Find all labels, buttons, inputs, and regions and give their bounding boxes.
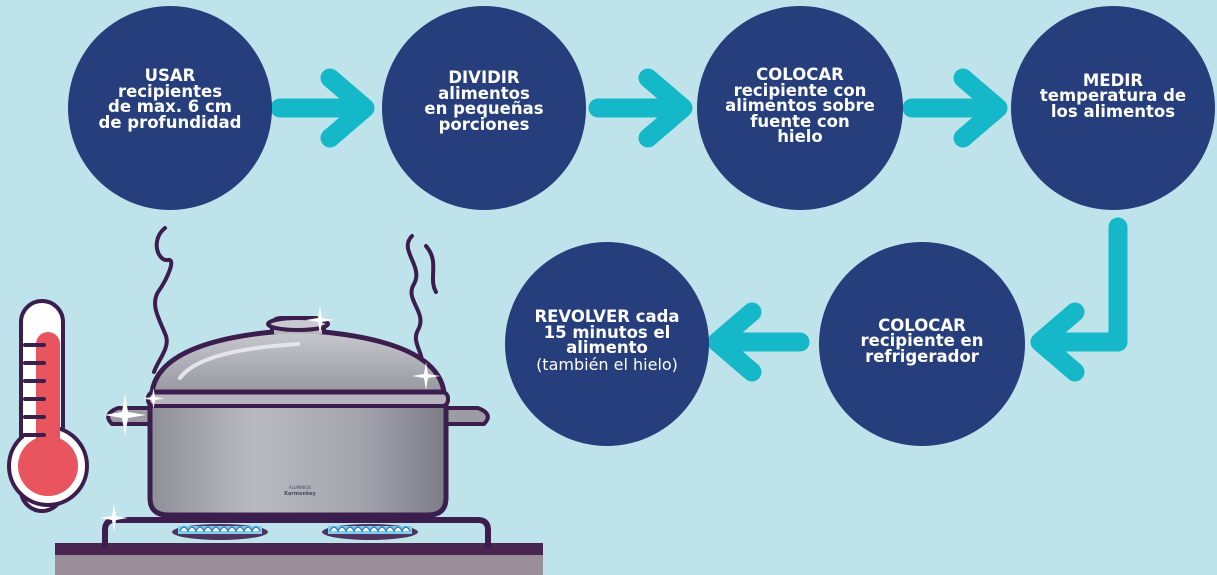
stove-icon	[55, 517, 543, 575]
pot-brand-logo: ALUMINIOS Karmonkey	[270, 485, 330, 497]
step-text-line: los alimentos	[1050, 101, 1176, 121]
step-text-line: recipientes	[117, 81, 223, 101]
step-text-line: alimento	[566, 338, 648, 358]
sparkle-icon	[100, 306, 440, 532]
arrow-right-icon	[588, 68, 693, 148]
step-text-line: alimentos	[438, 83, 530, 103]
step-text-line: de profundidad	[98, 112, 242, 132]
step-text-line: recipiente con	[733, 80, 867, 100]
step-text-line: fuente con	[750, 111, 850, 131]
step-circle-2: DIVIDIR alimentos en pequeñas porciones	[382, 6, 586, 210]
thermometer-icon	[7, 299, 89, 513]
step-text-line: temperatura de	[1039, 86, 1187, 106]
step-keyword: MEDIR	[1082, 70, 1144, 90]
step-text-line: 15 minutos el	[543, 322, 671, 342]
arrow-right-icon	[902, 68, 1008, 148]
step-text-line: alimentos sobre	[725, 96, 875, 116]
step-text-line: en pequeñas	[424, 99, 544, 118]
step-circle-1: USAR recipientes de max. 6 cm de profund…	[68, 6, 272, 210]
gas-flame-icon	[172, 524, 268, 540]
gas-flame-icon	[322, 524, 418, 540]
steam-icon	[152, 226, 438, 374]
step-text-line: porciones	[438, 114, 530, 134]
step-note: (también el hielo)	[536, 354, 678, 374]
step-circle-6: REVOLVER cada 15 minutos el alimento (ta…	[505, 242, 709, 446]
step-circle-4: MEDIR temperatura de los alimentos	[1011, 6, 1215, 210]
step-circle-3: COLOCAR recipiente con alimentos sobre f…	[697, 6, 903, 210]
arrow-right-icon	[270, 68, 375, 148]
step-text-line: de max. 6 cm	[108, 97, 232, 116]
step-keyword: REVOLVER cada	[534, 307, 680, 327]
step-keyword: COLOCAR	[756, 65, 844, 85]
arrow-down-left-icon	[1030, 217, 1128, 382]
pot-brand-line: ALUMINIOS	[288, 485, 312, 490]
arrow-left-icon	[707, 302, 810, 382]
cooking-pot-icon	[106, 316, 490, 518]
step-keyword: COLOCAR	[878, 315, 966, 335]
pot-brand-line: Karmonkey	[284, 491, 316, 497]
step-keyword: DIVIDIR	[448, 68, 520, 87]
step-text-line: refrigerador	[865, 346, 979, 366]
step-text-line: hielo	[777, 127, 823, 147]
step-text-line: recipiente en	[860, 331, 984, 351]
step-keyword: USAR	[144, 66, 196, 85]
step-circle-5: COLOCAR recipiente en refrigerador	[819, 242, 1025, 446]
